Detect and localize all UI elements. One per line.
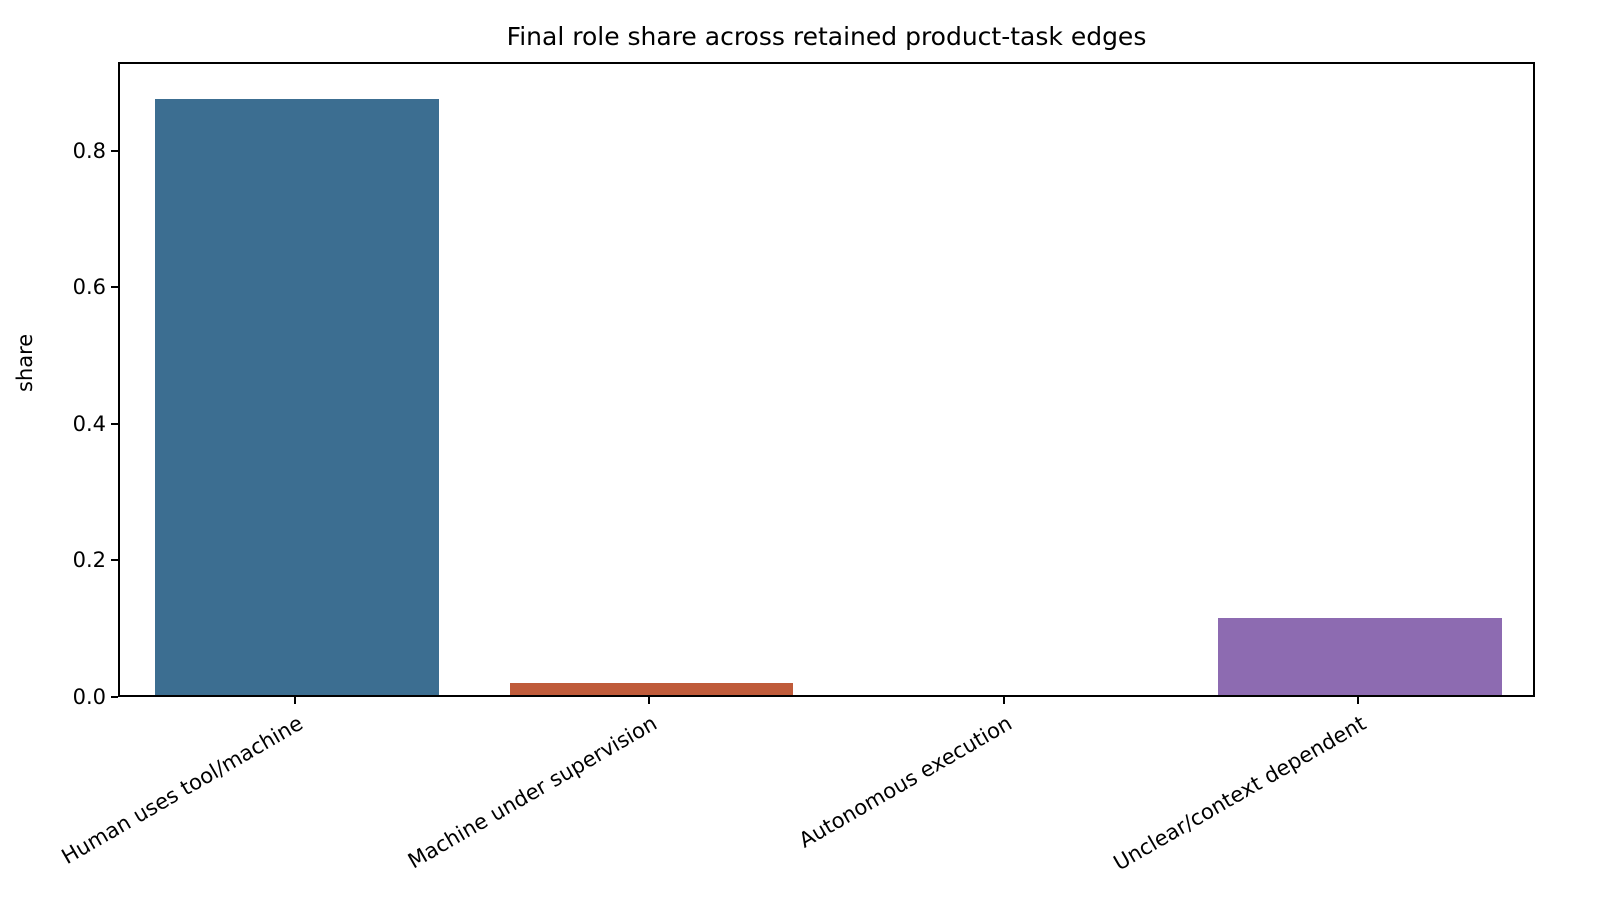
y-axis-label: share bbox=[13, 333, 37, 392]
x-tick-label-text: Unclear/context dependent bbox=[1109, 711, 1370, 876]
bar bbox=[509, 682, 794, 695]
y-tick-mark bbox=[111, 696, 118, 698]
x-tick-mark bbox=[648, 697, 651, 704]
bar bbox=[155, 98, 439, 695]
y-tick-mark bbox=[111, 286, 118, 289]
y-tick-label: 0.8 bbox=[72, 138, 106, 163]
y-tick-label: 0.2 bbox=[72, 548, 106, 573]
x-tick-mark bbox=[1002, 697, 1005, 704]
bar-series bbox=[120, 64, 1533, 695]
y-axis: share 0.0 0.2 0.4 0.6 0.8 bbox=[0, 62, 118, 709]
y-tick-label: 0.0 bbox=[72, 685, 106, 709]
plot-area bbox=[118, 62, 1535, 697]
x-tick-label-text: Human uses tool/machine bbox=[57, 711, 308, 869]
x-tick-mark bbox=[1356, 697, 1359, 704]
chart-title: Final role share across retained product… bbox=[506, 22, 1147, 51]
x-tick-label-text: Autonomous execution bbox=[794, 711, 1016, 853]
y-tick-mark bbox=[111, 149, 118, 152]
bar bbox=[1218, 617, 1502, 695]
x-axis: Human uses tool/machine Machine under sup… bbox=[0, 697, 1620, 897]
y-tick-mark bbox=[111, 422, 118, 425]
x-tick-label-text: Machine under supervision bbox=[404, 711, 662, 874]
y-tick-mark bbox=[111, 559, 118, 562]
x-tick-mark bbox=[294, 697, 297, 704]
y-tick-label: 0.4 bbox=[72, 411, 106, 436]
y-tick-label: 0.6 bbox=[72, 275, 106, 300]
